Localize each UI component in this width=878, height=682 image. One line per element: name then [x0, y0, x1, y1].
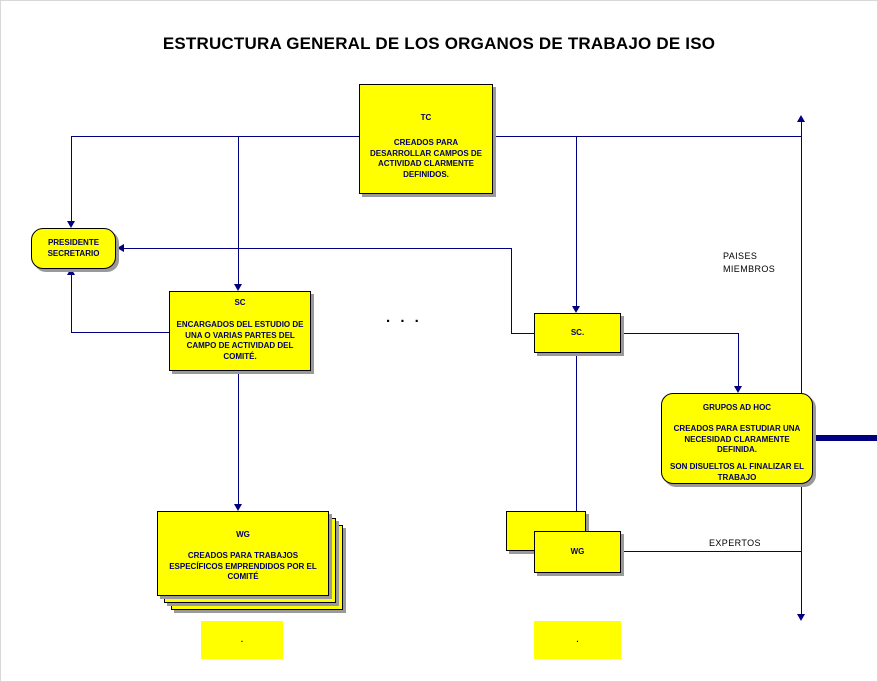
node-tc: TC CREADOS PARA DESARROLLAR CAMPOS DE AC…	[359, 84, 493, 194]
paises-line2: MIEMBROS	[723, 264, 776, 274]
connector-bend-down	[511, 248, 512, 333]
node-bottom-left: .	[201, 621, 283, 659]
connector-sc-right-to-wg	[576, 353, 577, 525]
label-expertos: EXPERTOS	[709, 538, 761, 548]
node-sc-right-label: SC.	[570, 327, 585, 337]
grupos-side-bar	[813, 435, 877, 441]
node-presidente-secretario: PRESIDENTE SECRETARIO	[31, 228, 116, 269]
connector-sc-left-to-wg	[238, 371, 239, 505]
arrowhead-paises-top	[797, 115, 805, 122]
node-tc-label: TC	[420, 113, 432, 122]
arrowhead-into-wg-left	[234, 504, 242, 511]
diagram-title: ESTRUCTURA GENERAL DE LOS ORGANOS DE TRA…	[162, 34, 716, 53]
node-sc-left: SC ENCARGADOS DEL ESTUDIO DE UNA O VARIA…	[169, 291, 311, 371]
node-wg-right: WG	[534, 531, 621, 573]
arrowhead-into-presidente-top	[67, 221, 75, 228]
node-tc-desc: CREADOS PARA DESARROLLAR CAMPOS DE ACTIV…	[369, 137, 482, 180]
arrowhead-into-presidente-right	[117, 244, 124, 252]
node-wg-right-label: WG	[570, 546, 585, 556]
connector-bend-to-sc-right	[511, 333, 534, 334]
connector-to-sc-right-top	[576, 136, 577, 307]
grupos-desc2: SON DISUELTOS AL FINALIZAR EL TRABAJO	[670, 462, 804, 482]
node-bottom-left-label: .	[240, 634, 244, 644]
arrowhead-into-sc-right	[572, 306, 580, 313]
arrowhead-into-presidente-bottom	[67, 268, 75, 275]
connector-tc-left	[71, 136, 359, 137]
node-wg-left-desc: CREADOS PARA TRABAJOS ESPECÍFICOS EMPREN…	[169, 550, 317, 582]
connector-to-presidente-top	[71, 136, 72, 222]
grupos-desc1: CREADOS PARA ESTUDIAR UNA NECESIDAD CLAR…	[673, 423, 801, 455]
arrowhead-into-grupos	[734, 386, 742, 393]
connector-to-sc-left	[238, 136, 239, 285]
connector-sc-left-to-presidente	[71, 332, 169, 333]
connector-wg-to-expertos	[621, 551, 801, 552]
node-bottom-right-label: .	[576, 634, 579, 644]
node-wg-left-label: WG	[236, 530, 250, 539]
node-grupos-ad-hoc: GRUPOS AD HOC CREADOS PARA ESTUDIAR UNA …	[661, 393, 813, 484]
arrowhead-paises-bottom	[797, 614, 805, 621]
node-bottom-right: .	[534, 621, 621, 659]
ellipsis: . . .	[386, 309, 422, 326]
paises-line1: PAISES	[723, 251, 758, 261]
arrowhead-into-sc-left	[234, 284, 242, 291]
presidente-line1: PRESIDENTE	[47, 237, 100, 247]
connector-tc-right	[493, 136, 801, 137]
node-sc-left-desc: ENCARGADOS DEL ESTUDIO DE UNA O VARIAS P…	[176, 319, 304, 362]
connector-presidente-bottom	[71, 275, 72, 332]
connector-grupos-top	[738, 333, 739, 387]
grupos-label: GRUPOS AD HOC	[702, 403, 772, 412]
node-wg-left: WG CREADOS PARA TRABAJOS ESPECÍFICOS EMP…	[157, 511, 329, 596]
node-sc-right: SC.	[534, 313, 621, 353]
connector-sc-right-to-grupos	[621, 333, 738, 334]
connector-sc-right-to-presidente	[124, 248, 511, 249]
node-sc-left-label: SC	[234, 298, 246, 307]
presidente-line2: SECRETARIO	[47, 248, 100, 258]
paises-miembros-arrow-line	[801, 122, 802, 615]
label-paises-miembros: PAISES MIEMBROS	[723, 251, 775, 274]
